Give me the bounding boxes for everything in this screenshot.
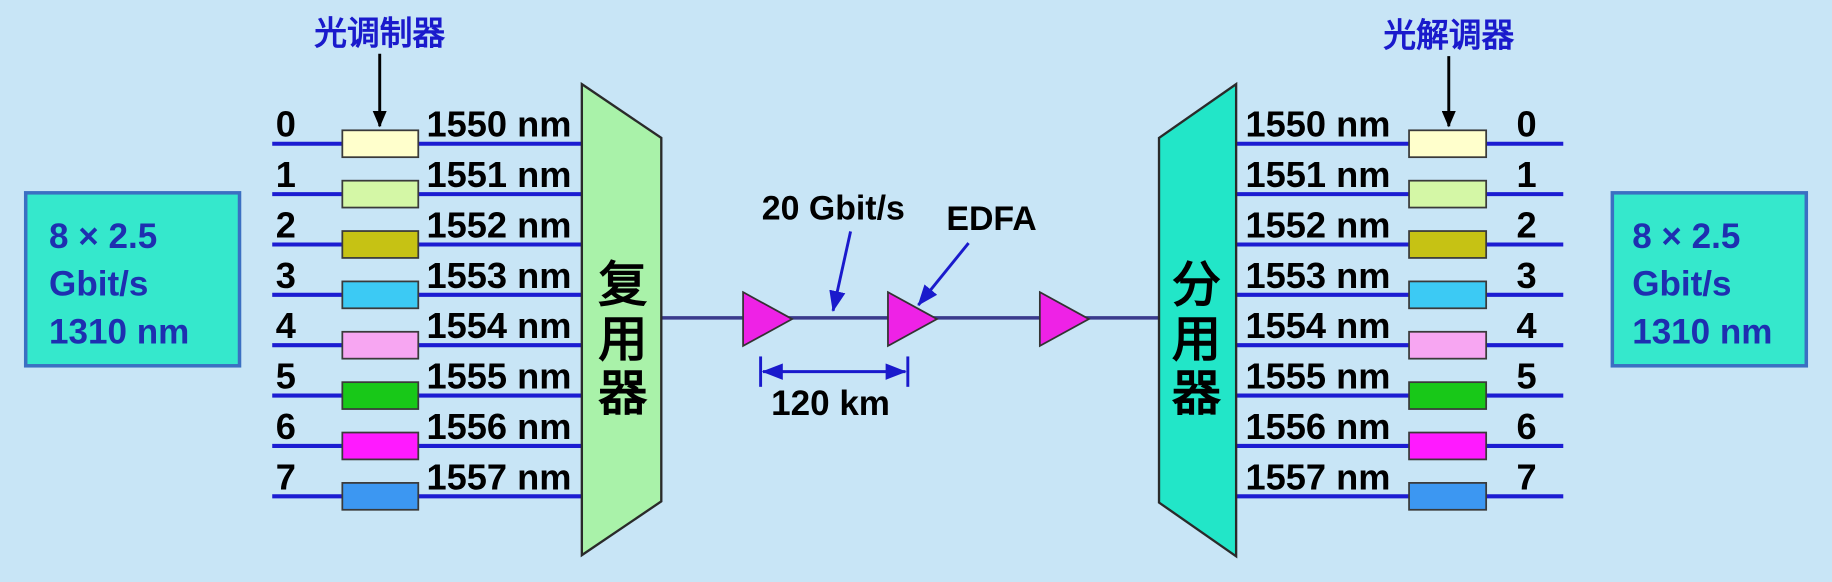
- output-signal-line: Gbit/s: [1632, 265, 1731, 304]
- output-wavelength-label: 1553 nm: [1245, 255, 1390, 296]
- input-wavelength-label: 1552 nm: [426, 204, 571, 245]
- input-signal-line: Gbit/s: [49, 265, 148, 304]
- multiplexer-label: 复用器: [598, 256, 648, 423]
- multiplexer-body: [580, 81, 663, 558]
- input-channel-number: 5: [276, 356, 296, 397]
- modulator-box: [341, 129, 420, 159]
- demodulator-label: 光解调器: [1383, 17, 1514, 55]
- output-wavelength-label: 1551 nm: [1245, 154, 1390, 195]
- input-wavelength-label: 1554 nm: [426, 305, 571, 346]
- input-signal-box: 8 × 2.5 Gbit/s 1310 nm: [23, 191, 242, 368]
- input-signal-box-frame: [23, 191, 242, 368]
- output-signal-line: 1310 nm: [1632, 313, 1772, 352]
- output-signal-box: 8 × 2.5 Gbit/s 1310 nm: [1610, 191, 1809, 368]
- demodulator-box: [1408, 330, 1488, 360]
- input-channel-number: 3: [276, 255, 296, 296]
- output-channel-number: 2: [1517, 204, 1537, 245]
- input-channel-number: 6: [276, 406, 296, 447]
- output-channel-number: 0: [1517, 104, 1537, 145]
- span-dimension: 120 km: [759, 356, 910, 423]
- edfa-label: EDFA: [946, 200, 1036, 238]
- output-wavelength-label: 1556 nm: [1245, 406, 1390, 447]
- input-channel-number: 7: [276, 456, 296, 497]
- modulator-box: [341, 381, 420, 410]
- input-wavelength-label: 1550 nm: [426, 104, 571, 145]
- output-channel-number: 7: [1517, 456, 1537, 497]
- input-wavelength-label: 1551 nm: [426, 154, 571, 195]
- output-signal-box-frame: [1610, 191, 1809, 368]
- output-channel-number: 1: [1517, 154, 1537, 195]
- output-channels: 1550 nm 0 1551 nm 1 1552 nm 2 1553 nm 3 1554 nm 4…: [1236, 104, 1564, 511]
- output-channel-number: 3: [1517, 255, 1537, 296]
- output-wavelength-label: 1554 nm: [1245, 305, 1390, 346]
- input-channel-number: 0: [276, 104, 296, 145]
- vertical-label-char: 器: [1172, 364, 1222, 422]
- modulator-box: [341, 280, 420, 310]
- demodulator-box: [1408, 179, 1488, 209]
- demodulator-box: [1408, 431, 1488, 461]
- output-wavelength-label: 1552 nm: [1245, 204, 1390, 245]
- demodulator-box: [1408, 381, 1488, 410]
- link-rate-label: 20 Gbit/s: [762, 190, 905, 228]
- output-channel-number: 4: [1517, 305, 1537, 346]
- input-channel-number: 1: [276, 154, 296, 195]
- output-channel-number: 5: [1517, 356, 1537, 397]
- vertical-label-char: 用: [598, 310, 647, 368]
- modulator-label: 光调制器: [314, 14, 445, 52]
- link-rate-pointer-arrow: [829, 231, 852, 313]
- demultiplexer-body: [1157, 81, 1238, 559]
- span-length-label: 120 km: [771, 384, 890, 423]
- modulator-box: [341, 179, 420, 209]
- output-wavelength-label: 1550 nm: [1245, 104, 1390, 145]
- vertical-label-char: 分: [1172, 256, 1221, 314]
- demodulator-box: [1408, 280, 1488, 310]
- output-signal-line: 8 × 2.5: [1632, 217, 1740, 256]
- input-wavelength-label: 1555 nm: [426, 356, 571, 397]
- modulator-box: [341, 330, 420, 360]
- multiplexer: 复用器: [580, 81, 663, 558]
- demultiplexer: 分用器: [1157, 81, 1238, 559]
- output-channel-number: 6: [1517, 406, 1537, 447]
- demodulator-box: [1408, 482, 1488, 511]
- input-channel-number: 2: [276, 204, 296, 245]
- vertical-label-char: 复: [598, 256, 647, 314]
- edfa-amplifier: [742, 290, 794, 348]
- output-wavelength-label: 1557 nm: [1245, 456, 1390, 497]
- modulator-box: [341, 431, 420, 461]
- input-signal-line: 1310 nm: [49, 313, 189, 352]
- edfa-pointer-arrow: [917, 242, 970, 306]
- input-channel-number: 4: [276, 305, 296, 346]
- input-channels: 0 1550 nm 1 1551 nm 2 1552 nm 3 1553 nm 4 1554 nm…: [272, 104, 582, 511]
- edfa-amplifier: [1038, 290, 1091, 348]
- modulator-box: [341, 482, 420, 511]
- input-wavelength-label: 1557 nm: [426, 456, 571, 497]
- input-signal-line: 8 × 2.5: [49, 217, 157, 256]
- demodulator-box: [1408, 129, 1488, 159]
- vertical-label-char: 用: [1172, 310, 1221, 368]
- vertical-label-char: 器: [598, 364, 648, 422]
- output-wavelength-label: 1555 nm: [1245, 356, 1390, 397]
- input-wavelength-label: 1556 nm: [426, 406, 571, 447]
- edfa-amplifier: [887, 290, 939, 348]
- modulator-box: [341, 230, 420, 259]
- input-wavelength-label: 1553 nm: [426, 255, 571, 296]
- demultiplexer-label: 分用器: [1172, 256, 1222, 423]
- demodulator-box: [1408, 230, 1488, 259]
